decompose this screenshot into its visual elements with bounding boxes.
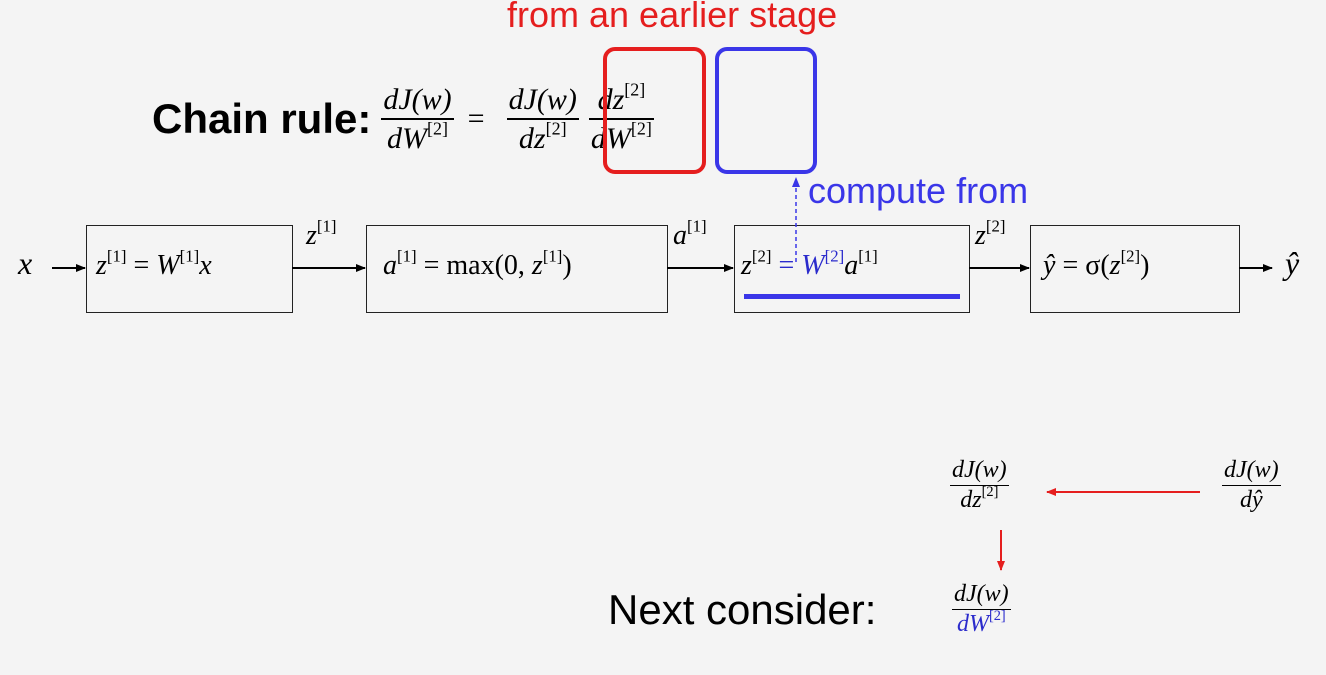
- dJ-dz2-fraction: dJ(w) dz[2]: [950, 457, 1009, 514]
- block-linear-layer-1: [86, 225, 293, 313]
- chain-lhs-sup: [2]: [427, 118, 449, 139]
- chain-lhs-denominator: dW: [387, 122, 428, 155]
- block-sigmoid-output: [1030, 225, 1240, 313]
- chain-term2-numerator: dz: [597, 82, 625, 116]
- block3-expression: z[2] = W[2]a[1]: [741, 246, 878, 281]
- pipeline-output-yhat: ŷ: [1285, 245, 1300, 281]
- arrow2-label: a[1]: [673, 216, 707, 251]
- compute-from-highlight-box: [715, 47, 817, 174]
- block3-underline: [744, 294, 960, 299]
- compute-from-note: compute from: [808, 170, 1029, 211]
- pipeline-input-x: x: [18, 245, 33, 281]
- block-relu-activation: [366, 225, 668, 313]
- chain-term1-denominator: dz: [518, 122, 546, 155]
- chain-term2-denominator: dW: [590, 122, 631, 155]
- chain-term2-fraction: dz[2] dW[2]: [588, 80, 654, 155]
- chain-lhs-numerator: dJ(w): [383, 82, 452, 116]
- block1-expression: z[1] = W[1]x: [96, 246, 212, 281]
- chain-lhs-fraction: dJ(w) dW[2]: [381, 82, 454, 155]
- arrow3-label: z[2]: [975, 216, 1006, 251]
- dJ-dz2-fraction-wrap: dJ(w) dz[2]: [950, 457, 1009, 514]
- block2-expression: a[1] = max(0, z[1]): [383, 246, 572, 281]
- dJ-dyhat-fraction-wrap: dJ(w) dŷ: [1222, 457, 1281, 514]
- next-consider-label: Next consider:: [608, 586, 877, 633]
- dJ-dyhat-fraction: dJ(w) dŷ: [1222, 457, 1281, 514]
- chain-term1-fraction: dJ(w) dz[2]: [506, 82, 579, 155]
- chain-rule-label: Chain rule:: [152, 95, 372, 142]
- chain-term1-numerator: dJ(w): [508, 82, 577, 116]
- block4-expression: ŷ = σ(z[2]): [1043, 246, 1150, 281]
- chain-term2-num-sup: [2]: [624, 79, 646, 99]
- block-linear-layer-2: [734, 225, 970, 313]
- dJ-dW2-fraction-wrap: dJ(w) dW[2]: [952, 581, 1011, 638]
- earlier-stage-highlight-box: [603, 47, 706, 174]
- dJ-dW2-fraction: dJ(w) dW[2]: [952, 581, 1011, 638]
- from-earlier-stage-note: from an earlier stage: [507, 0, 838, 35]
- chain-rule-equation: Chain rule: dJ(w) dW[2] = dJ(w) dz[2] dz…: [152, 58, 654, 180]
- arrow1-label: z[1]: [306, 216, 337, 251]
- chain-term1-sup: [2]: [545, 118, 567, 139]
- chain-equals: =: [467, 102, 485, 135]
- chain-term2-den-sup: [2]: [630, 118, 652, 139]
